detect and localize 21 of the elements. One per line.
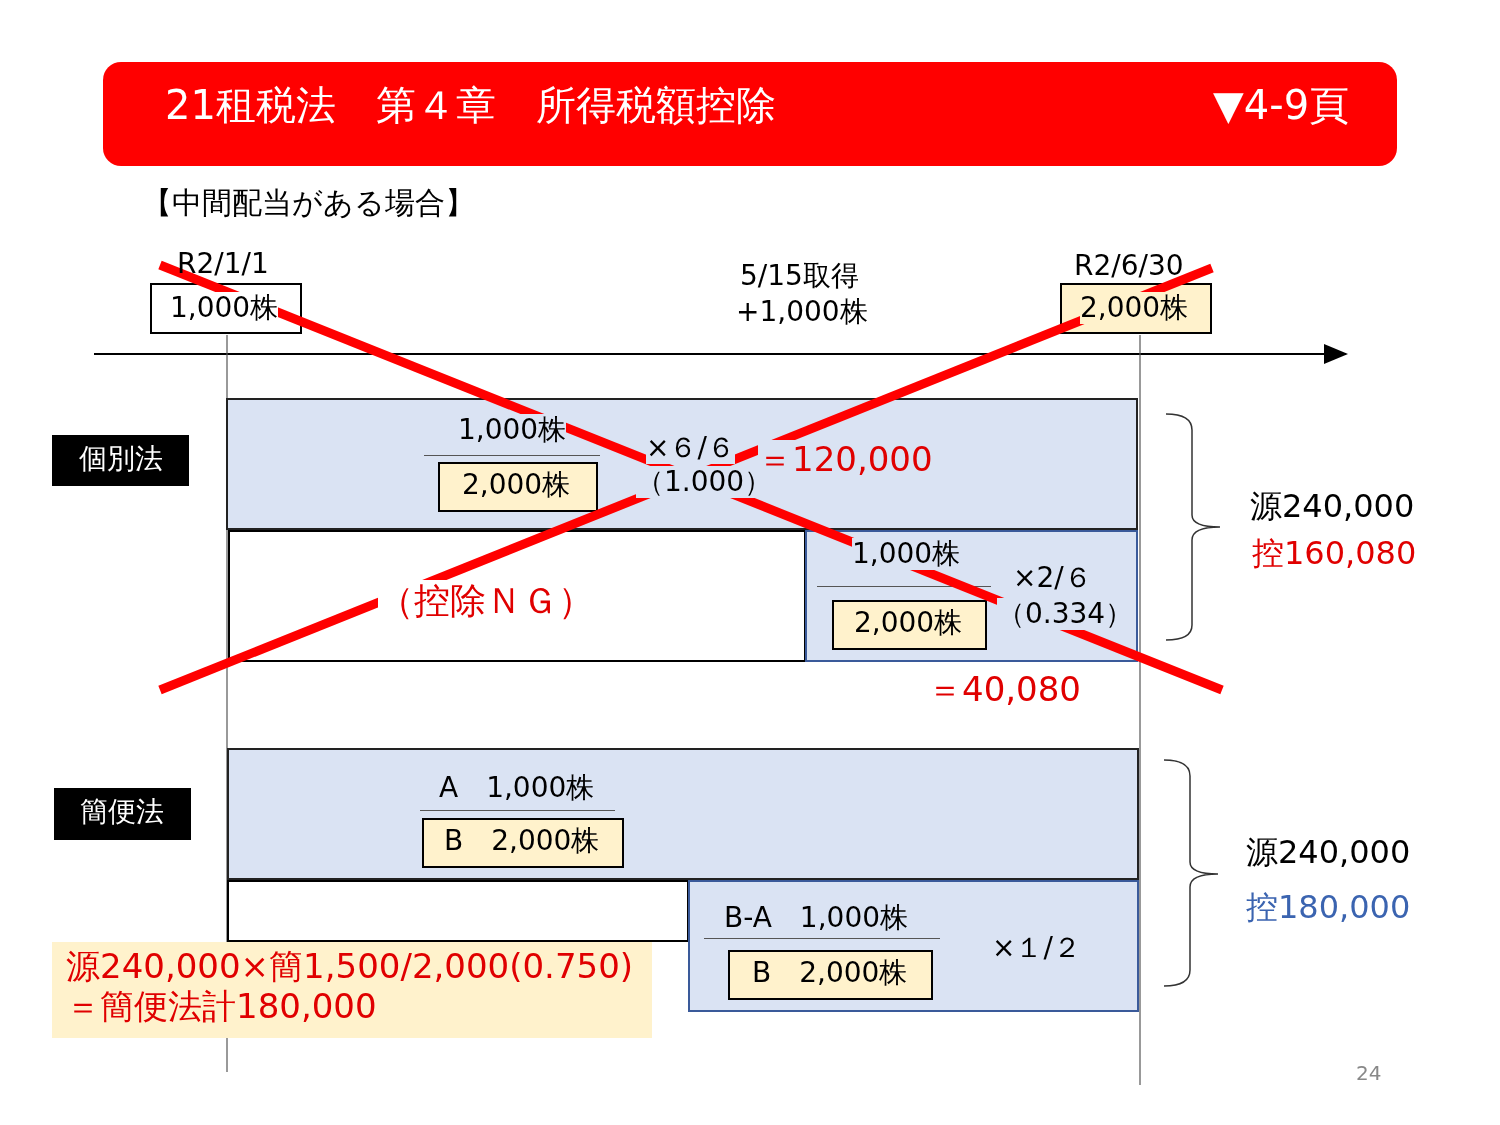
date-label: R2/1/1	[177, 248, 269, 281]
denominator-box	[422, 818, 624, 868]
denominator-box	[728, 950, 933, 1000]
calculation-band	[227, 748, 1139, 880]
credit-amount: 控180,000	[1246, 889, 1411, 926]
calculation-band	[688, 880, 1139, 1012]
method-tag	[52, 435, 189, 486]
note-box	[52, 942, 652, 1038]
calculation-band	[228, 530, 806, 662]
method-tag	[54, 788, 191, 840]
page-reference: ▼4-9頁	[1213, 82, 1350, 128]
calculation-band	[226, 398, 1138, 530]
date-label: R2/6/30	[1074, 250, 1184, 283]
numerator: 1,000株	[852, 538, 961, 571]
share-count: 2,000株	[1080, 292, 1189, 325]
calculation-band	[805, 530, 1138, 662]
denominator-box	[438, 462, 598, 512]
calculation-band	[227, 880, 689, 942]
title-text: 21租税法 第４章 所得税額控除	[165, 82, 776, 128]
denominator-box	[832, 600, 987, 650]
credit-amount: 控160,080	[1252, 535, 1417, 572]
